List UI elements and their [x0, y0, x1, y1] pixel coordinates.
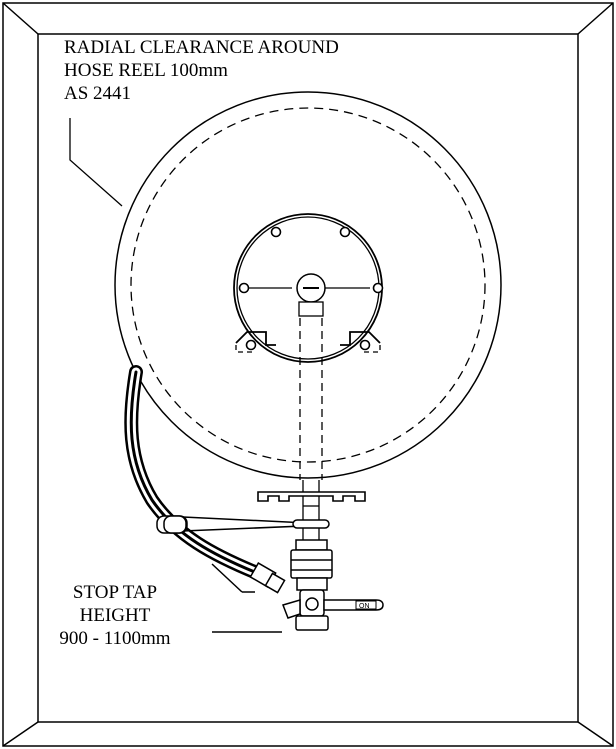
radial-clearance-circle [130, 107, 486, 463]
pipe-bracket [257, 491, 366, 502]
clearance-note: RADIAL CLEARANCE AROUND HOSE REEL 100mm … [64, 36, 339, 105]
clearance-note-line1: RADIAL CLEARANCE AROUND [64, 37, 339, 58]
reel-outer-disc [114, 91, 502, 479]
stop-tap-note: STOP TAP HEIGHT 900 - 1100mm [40, 581, 190, 650]
hose-coupling [211, 562, 286, 594]
hose [124, 365, 269, 582]
clearance-leader-line [69, 118, 123, 207]
hub-bolts [238, 226, 384, 351]
stop-tap-note-line2: HEIGHT [79, 605, 151, 626]
stop-tap-note-line1: STOP TAP [72, 582, 158, 603]
clearance-note-line2: HOSE REEL 100mm [64, 60, 228, 81]
supply-pipe [299, 318, 323, 540]
hose-guide [156, 515, 330, 534]
clearance-note-line3: AS 2441 [64, 83, 132, 104]
stop-tap-note-line3: 900 - 1100mm [59, 628, 171, 649]
reel-hub [233, 213, 384, 363]
stop-tap-valve [282, 539, 384, 631]
valve-on-label: ON [359, 603, 370, 610]
